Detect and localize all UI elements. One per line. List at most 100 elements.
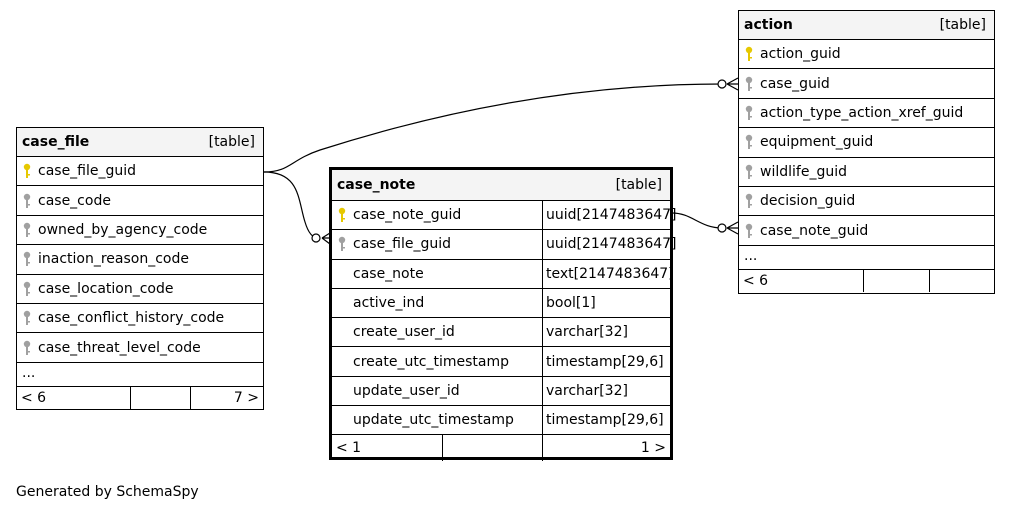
column-name: owned_by_agency_code	[38, 221, 208, 238]
column-name: create_utc_timestamp	[353, 353, 510, 370]
index-key-icon	[17, 340, 36, 356]
column-name: update_user_id	[353, 382, 460, 399]
table-footer: < 6 7 >	[17, 386, 263, 409]
generated-by-footnote: Generated by SchemaSpy	[16, 484, 199, 500]
column-name: action_type_action_xref_guid	[760, 104, 964, 121]
column-row[interactable]: case_conflict_history_code	[17, 304, 263, 334]
index-key-icon	[17, 193, 36, 209]
index-key-icon	[739, 105, 758, 121]
column-row[interactable]: case_note text[2147483647]	[332, 259, 674, 289]
table-name: case_note	[337, 177, 416, 193]
column-type: varchar[32]	[542, 318, 628, 347]
column-row[interactable]: action_guid	[739, 40, 994, 70]
column-type: uuid[2147483647]	[542, 230, 677, 259]
column-name: active_ind	[353, 295, 425, 312]
table-case-note[interactable]: case_note [table] case_note_guid uuid[214…	[329, 167, 677, 462]
column-name: update_utc_timestamp	[353, 412, 514, 429]
primary-key-icon	[332, 207, 351, 223]
index-key-icon	[17, 222, 36, 238]
primary-key-icon	[17, 163, 36, 179]
zero-marker	[717, 79, 727, 89]
column-type: timestamp[29,6]	[542, 406, 664, 435]
column-name: equipment_guid	[760, 134, 874, 151]
index-key-icon	[739, 76, 758, 92]
column-name: case_location_code	[38, 280, 174, 297]
index-key-icon	[739, 193, 758, 209]
index-key-icon	[739, 134, 758, 150]
column-row[interactable]: case_file_guid	[17, 157, 263, 187]
column-type: text[2147483647]	[542, 259, 674, 288]
table-header: case_note [table]	[332, 170, 670, 201]
edge-case-file-to-case-note	[263, 171, 319, 239]
column-name: case_threat_level_code	[38, 339, 201, 356]
footer-mid	[443, 435, 543, 462]
column-name: inaction_reason_code	[38, 251, 189, 268]
table-kind: [table]	[939, 17, 986, 33]
column-type: varchar[32]	[542, 376, 628, 406]
footer-mid	[864, 269, 930, 292]
table-kind: [table]	[208, 134, 255, 150]
column-type: uuid[2147483647]	[542, 201, 677, 230]
children-count	[930, 270, 994, 292]
column-type: bool[1]	[542, 288, 596, 318]
parents-count: < 6	[739, 269, 864, 292]
table-footer: < 1 1 >	[332, 435, 670, 462]
table-case-file[interactable]: case_file [table] case_file_guid case_cod…	[16, 127, 264, 410]
index-key-icon	[17, 281, 36, 297]
children-count: 1 >	[640, 440, 666, 457]
column-row[interactable]: case_code	[17, 186, 263, 216]
table-name: case_file	[22, 134, 90, 150]
primary-key-icon	[739, 46, 758, 62]
zero-marker	[717, 223, 727, 233]
zero-marker	[311, 233, 321, 243]
edge-case-note-to-action	[671, 212, 723, 229]
table-header: action [table]	[739, 11, 994, 40]
column-row[interactable]: create_utc_timestamp timestamp[29,6]	[332, 347, 670, 377]
column-row[interactable]: case_guid	[739, 69, 994, 99]
column-row[interactable]: decision_guid	[739, 187, 994, 217]
column-name: case_code	[38, 192, 111, 209]
edge-case-file-to-action	[263, 83, 723, 173]
column-row[interactable]: create_user_id varchar[32]	[332, 318, 670, 348]
column-name: case_conflict_history_code	[38, 310, 225, 327]
parents-count: < 1	[332, 435, 443, 462]
column-row[interactable]: equipment_guid	[739, 128, 994, 158]
column-row[interactable]: update_user_id varchar[32]	[332, 376, 670, 407]
parents-count: < 6	[17, 386, 131, 409]
column-name: case_file_guid	[353, 236, 452, 253]
column-row[interactable]: inaction_reason_code	[17, 245, 263, 275]
column-row[interactable]: owned_by_agency_code	[17, 216, 263, 246]
children-count: 7 >	[233, 389, 259, 406]
column-row[interactable]: case_threat_level_code	[17, 333, 263, 363]
column-name: decision_guid	[760, 193, 856, 210]
column-row[interactable]: active_ind bool[1]	[332, 288, 670, 319]
column-name: wildlife_guid	[760, 163, 847, 180]
column-row[interactable]: case_note_guid	[739, 216, 994, 246]
column-row[interactable]: case_note_guid uuid[2147483647]	[332, 201, 677, 231]
column-name: case_note_guid	[353, 207, 462, 224]
table-name: action	[744, 17, 793, 33]
column-row[interactable]: update_utc_timestamp timestamp[29,6]	[332, 406, 670, 436]
table-footer: < 6	[739, 269, 994, 292]
column-row[interactable]: case_location_code	[17, 275, 263, 304]
column-name: case_file_guid	[38, 163, 137, 180]
more-columns: ...	[17, 363, 263, 387]
column-name: case_note_guid	[760, 222, 869, 239]
column-name: case_note	[353, 265, 424, 282]
column-type: timestamp[29,6]	[542, 347, 664, 376]
more-columns: ...	[739, 246, 994, 270]
column-name: create_user_id	[353, 324, 455, 341]
column-row[interactable]: action_type_action_xref_guid	[739, 99, 994, 129]
column-row[interactable]: case_file_guid uuid[2147483647]	[332, 230, 677, 260]
index-key-icon	[17, 251, 36, 267]
table-kind: [table]	[615, 177, 662, 193]
column-row[interactable]: wildlife_guid	[739, 158, 994, 187]
column-name: action_guid	[760, 46, 841, 63]
table-header: case_file [table]	[17, 128, 263, 157]
index-key-icon	[332, 236, 351, 252]
index-key-icon	[739, 223, 758, 239]
index-key-icon	[739, 164, 758, 180]
column-name: case_guid	[760, 75, 830, 92]
